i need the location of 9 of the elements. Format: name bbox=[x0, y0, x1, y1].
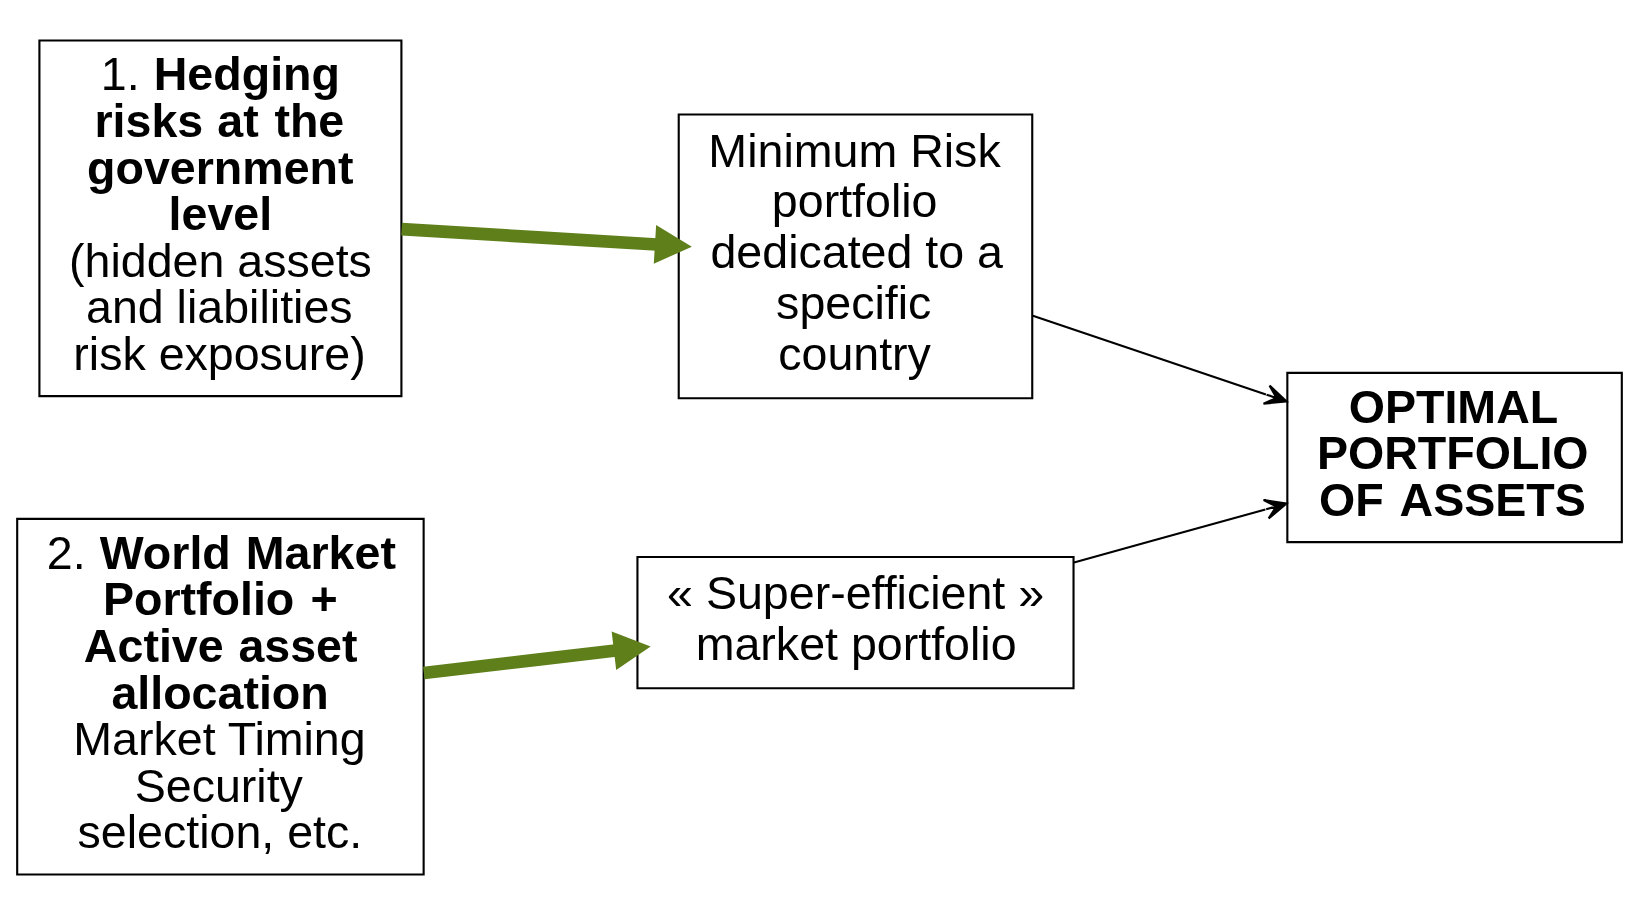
node-box: 2. World Market Portfolio + Active asset allocation Market Timing Security selection, etc. bbox=[16, 517, 425, 876]
arrow bbox=[401, 222, 692, 264]
arrow bbox=[1032, 314, 1288, 405]
node-box: Minimum Risk portfolio dedicated to a specific country bbox=[677, 113, 1034, 399]
arrow bbox=[423, 630, 651, 679]
node-box: 1. Hedging risks at the government level (hidden assets and liabilities risk exposure) bbox=[38, 38, 403, 397]
node-box: « Super-efficient » market portfolio bbox=[636, 555, 1075, 689]
arrow bbox=[1073, 498, 1288, 564]
node-box: OPTIMAL PORTFOLIO OF ASSETS bbox=[1286, 371, 1623, 543]
